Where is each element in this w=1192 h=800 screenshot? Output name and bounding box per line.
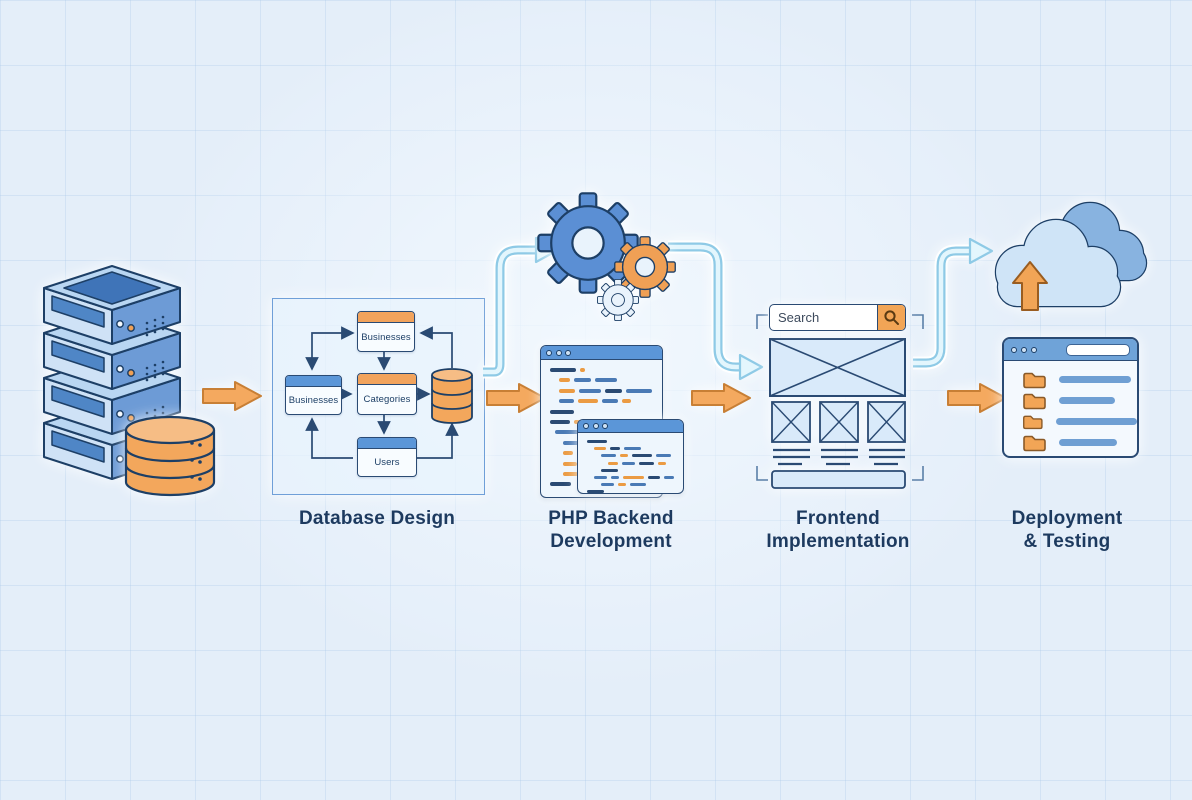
address-bar	[1066, 343, 1130, 356]
entity-header	[286, 376, 341, 387]
entity-card-businesses-top: Businesses	[357, 311, 415, 352]
window-button-icon	[565, 349, 571, 356]
window-titlebar	[541, 346, 662, 360]
entity-label: Businesses	[361, 331, 411, 343]
wireframe-footer-bar	[771, 470, 906, 489]
entity-header	[358, 374, 416, 385]
search-button	[877, 305, 905, 330]
server-unit-top	[43, 265, 181, 345]
file-row	[1022, 392, 1137, 410]
er-database-cylinder-icon	[431, 368, 473, 424]
pipe-arrow-db-to-gears	[483, 236, 560, 379]
window-button-icon	[1011, 346, 1017, 353]
upload-arrow-icon	[1012, 261, 1048, 311]
wireframe-card	[771, 401, 811, 443]
entity-label: Businesses	[288, 395, 339, 406]
flow-arrow-3	[691, 383, 751, 413]
entity-card-categories: Categories	[357, 373, 417, 415]
window-titlebar	[1004, 339, 1137, 361]
flow-arrow-1	[202, 381, 262, 411]
search-icon	[884, 310, 899, 325]
folder-icon	[1023, 372, 1046, 389]
entity-header	[358, 438, 416, 449]
server-stack-illustration	[43, 265, 181, 480]
er-relationship-arrows	[305, 326, 459, 459]
window-button-icon	[1021, 346, 1027, 353]
pipe-arrow-gears-to-frontend	[668, 240, 764, 381]
window-button-icon	[546, 349, 552, 356]
folder-icon	[1023, 435, 1046, 452]
wireframe-card	[819, 401, 859, 443]
window-button-icon	[1031, 346, 1037, 353]
entity-header	[358, 312, 414, 323]
file-name-bar	[1055, 418, 1137, 425]
flow-arrow-4	[947, 383, 1007, 413]
stage-label-deployment: Deployment & Testing	[1011, 508, 1123, 552]
gears-icon	[537, 192, 676, 321]
file-name-bar	[1059, 397, 1115, 404]
database-cylinder-icon	[124, 415, 216, 497]
flow-arrow-2	[486, 383, 546, 413]
entity-card-users: Users	[357, 437, 417, 477]
cloud-icon	[994, 201, 1148, 311]
entity-label: Categories	[363, 394, 411, 405]
pipe-arrow-frontend-to-cloud	[913, 237, 994, 370]
window-button-icon	[555, 349, 562, 356]
stage-label-php-backend: PHP Backend Development	[548, 508, 674, 552]
wireframe-illustration	[756, 314, 924, 489]
window-button-icon	[602, 423, 608, 429]
flow-arrows	[202, 381, 1007, 413]
entity-label: Users	[374, 457, 400, 468]
gear-large-icon	[537, 192, 639, 294]
file-row	[1022, 371, 1137, 389]
wireframe-card	[867, 401, 906, 443]
file-list	[1004, 361, 1137, 452]
code-window-front	[577, 419, 684, 494]
code-lines	[578, 433, 683, 493]
file-browser-window	[1002, 337, 1139, 458]
gear-small-icon	[597, 279, 639, 321]
stage-label-database-design: Database Design	[298, 508, 456, 529]
window-button-icon	[583, 423, 589, 429]
search-input-text: Search	[778, 310, 820, 325]
folder-icon	[1023, 393, 1046, 410]
entity-card-businesses-left: Businesses	[285, 375, 342, 415]
crop-brackets	[756, 314, 924, 481]
search-bar: Search	[769, 304, 906, 331]
file-row	[1022, 434, 1137, 452]
window-button-icon	[592, 423, 599, 429]
file-name-bar	[1059, 376, 1131, 383]
folder-icon	[1023, 415, 1043, 430]
wireframe-text-lines	[773, 448, 905, 466]
file-name-bar	[1059, 439, 1117, 446]
wireframe-hero	[769, 338, 906, 397]
window-titlebar	[578, 420, 683, 433]
stage-label-frontend: Frontend Implementation	[766, 508, 910, 552]
file-row	[1022, 413, 1137, 430]
